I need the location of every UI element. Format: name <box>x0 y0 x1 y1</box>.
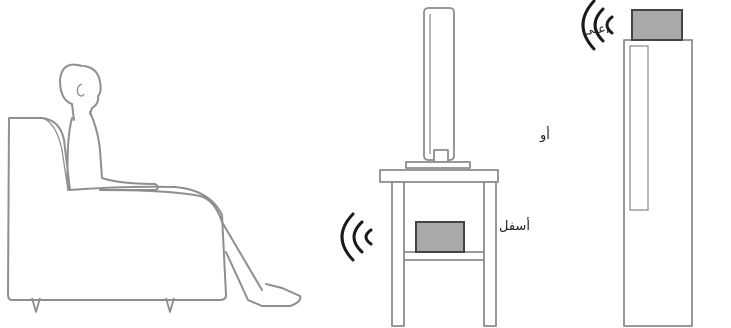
person-head <box>60 65 101 120</box>
speaker-bottom <box>416 222 464 252</box>
person-ear <box>78 84 85 96</box>
armchair <box>8 118 226 312</box>
tv <box>406 8 470 168</box>
chair-back-inner <box>42 118 68 190</box>
table-leg-right <box>484 182 496 326</box>
label-or: أو <box>540 128 550 143</box>
sound-waves-icon <box>342 214 371 260</box>
tv-screen <box>424 8 454 160</box>
label-top: أعلى <box>583 22 610 37</box>
person-legs <box>100 190 300 306</box>
table-leg-left <box>392 182 404 326</box>
tv-neck <box>434 150 448 162</box>
table-top <box>380 170 498 182</box>
table-shelf <box>404 252 484 260</box>
seated-person <box>60 65 300 306</box>
person-torso <box>68 112 158 190</box>
chair-body <box>8 118 226 300</box>
speaker-top <box>632 10 682 40</box>
tv-base <box>406 162 470 168</box>
cabinet-body <box>624 40 692 326</box>
label-bottom: أسفل <box>499 219 530 234</box>
tall-cabinet <box>624 40 692 326</box>
